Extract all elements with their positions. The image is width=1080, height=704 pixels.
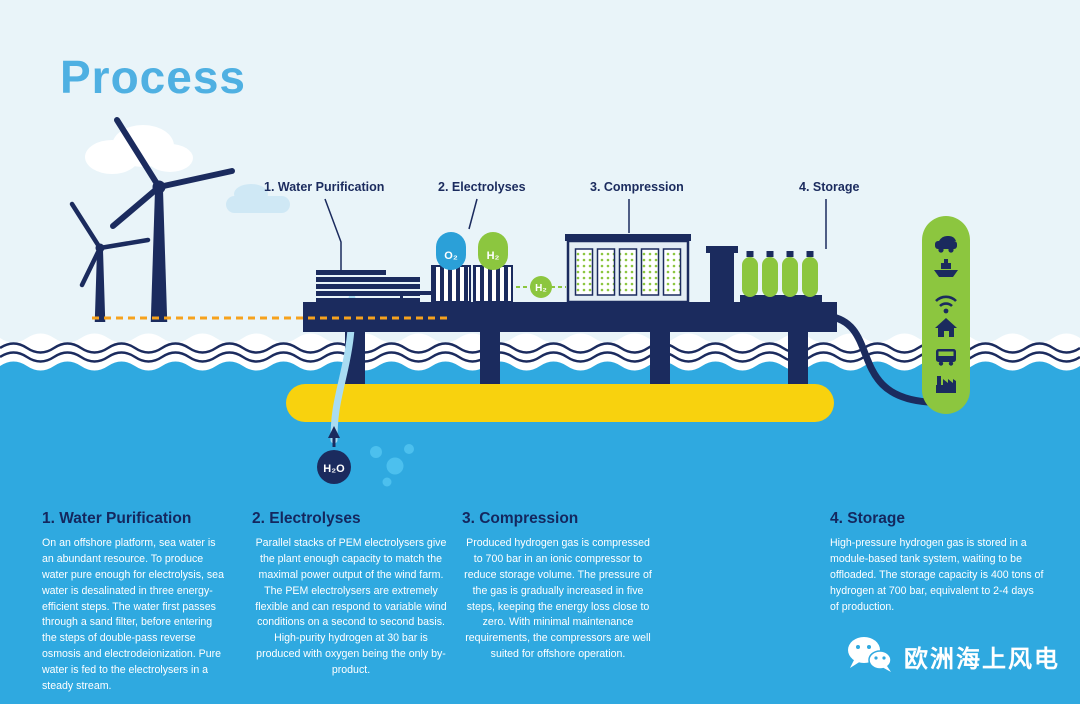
end-use-panel [922,216,970,414]
h2-tank [478,232,508,270]
section-heading: 4. Storage [830,510,905,527]
bubbles [370,444,414,487]
cloud-blue [226,184,290,213]
electrolyser-unit: O₂ H₂ [431,232,513,303]
h2-flow-badge: H₂ [516,276,566,298]
leader-line-1 [324,198,342,271]
leader-line-2 [468,198,478,230]
section-body: High-pressure hydrogen gas is stored in … [830,537,1044,613]
o2-tank-label: O₂ [444,250,458,262]
h2o-label: H₂O [323,463,345,475]
brand-name: 欧洲海上风电 [904,645,1060,673]
factory-icon [936,376,956,393]
leader-lines [324,198,827,271]
section-storage: 4. Storage High-pressure hydrogen gas is… [830,510,1044,615]
wind-turbine-large [110,117,235,346]
car-icon [935,236,957,253]
section-heading: 1. Water Purification [42,510,192,527]
page-title: Process [60,51,247,103]
h2o-marker: H₂O [317,426,351,484]
step-label-water-purification: 1. Water Purification [264,180,385,194]
section-compression: 3. Compression Produced hydrogen gas is … [462,510,654,663]
compressor-cells [574,248,682,296]
step-label-storage: 4. Storage [799,180,860,194]
section-heading: 2. Electrolyses [252,510,361,527]
offload-hose [824,312,932,406]
section-body: Parallel stacks of PEM electrolysers giv… [255,537,447,677]
o2-tank [436,232,466,270]
wave-line-bottom [0,351,1080,363]
storage-cylinders [740,251,822,302]
wave-line-top [0,342,1080,354]
sea [0,374,1080,704]
compressor-unit [565,234,691,304]
h2-flow-label: H₂ [535,283,547,294]
section-body: Produced hydrogen gas is compressed to 7… [464,537,652,661]
h2-tank-label: H₂ [487,250,500,262]
ship-icon [934,259,958,277]
house-icon [935,318,957,337]
wifi-icon [935,295,957,314]
vent-stack [706,246,738,302]
step-label-electrolyses: 2. Electrolyses [438,180,526,194]
section-water-purification: 1. Water Purification On an offshore pla… [42,510,226,695]
bus-icon [936,349,956,366]
section-electrolyses: 2. Electrolyses Parallel stacks of PEM e… [252,510,450,679]
pontoon-float [286,384,834,422]
sea-wave-edge [0,361,1080,386]
section-heading: 3. Compression [462,510,579,527]
step-label-compression: 3. Compression [590,180,684,194]
brand-badge: 欧洲海上风电 [846,636,1060,676]
wechat-icon [848,637,892,672]
section-body: On an offshore platform, sea water is an… [42,537,224,693]
